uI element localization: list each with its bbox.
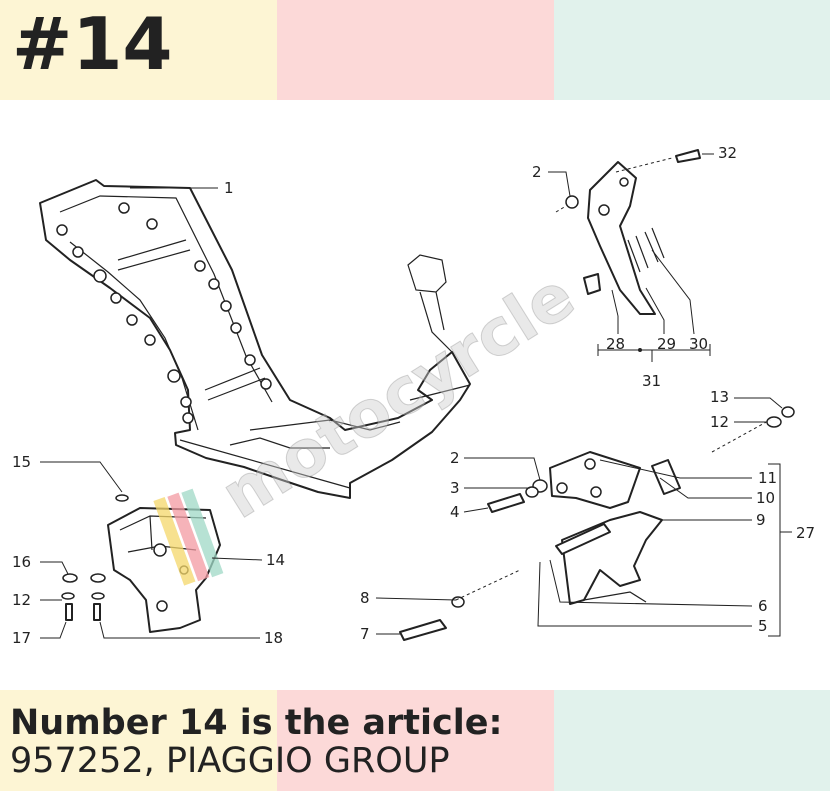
callout-30: 30 <box>689 335 708 353</box>
callout-2-top: 2 <box>532 163 542 181</box>
parts-diagram: motocyrcle 1 2 32 28 <box>12 144 815 647</box>
callout-labels: 1 2 32 28 29 30 31 13 12 15 2 11 3 10 4 … <box>12 144 815 647</box>
callout-15: 15 <box>12 453 31 471</box>
caption-body: 957252, PIAGGIO GROUP <box>10 741 450 781</box>
callout-18: 18 <box>264 629 283 647</box>
page-title: #14 <box>12 2 173 86</box>
callout-5: 5 <box>758 617 768 635</box>
callout-3: 3 <box>450 479 460 497</box>
callout-27: 27 <box>796 524 815 542</box>
watermark-logo-icon <box>153 488 224 586</box>
callout-28: 28 <box>606 335 625 353</box>
callout-2-mid: 2 <box>450 449 460 467</box>
callout-9: 9 <box>756 511 766 529</box>
callout-10: 10 <box>756 489 775 507</box>
callout-16: 16 <box>12 553 31 571</box>
caption-band <box>0 690 830 791</box>
caption-heading: Number 14 is the article: <box>10 703 503 743</box>
callout-1: 1 <box>224 179 234 197</box>
leader-lines <box>40 153 792 639</box>
header-band-mint <box>554 0 830 100</box>
header-band-pink <box>277 0 554 100</box>
callout-17: 17 <box>12 629 31 647</box>
callout-6: 6 <box>758 597 768 615</box>
callout-31: 31 <box>642 372 661 390</box>
callout-12-left: 12 <box>12 591 31 609</box>
header-band <box>0 0 830 100</box>
caption-band-mint <box>554 690 830 791</box>
header-band-yellow <box>0 0 277 100</box>
callout-13: 13 <box>710 388 729 406</box>
callout-12-right: 12 <box>710 413 729 431</box>
side-stand-group[interactable] <box>555 149 701 315</box>
callout-32: 32 <box>718 144 737 162</box>
caption-band-yellow <box>0 690 277 791</box>
callout-4: 4 <box>450 503 460 521</box>
caption-band-pink <box>277 690 554 791</box>
callout-29: 29 <box>657 335 676 353</box>
callout-7: 7 <box>360 625 370 643</box>
frame-part[interactable] <box>39 179 471 499</box>
callout-11: 11 <box>758 469 777 487</box>
callout-8: 8 <box>360 589 370 607</box>
left-hardware[interactable] <box>61 494 129 621</box>
callout-14: 14 <box>266 551 285 569</box>
center-stand-group[interactable] <box>399 406 795 641</box>
